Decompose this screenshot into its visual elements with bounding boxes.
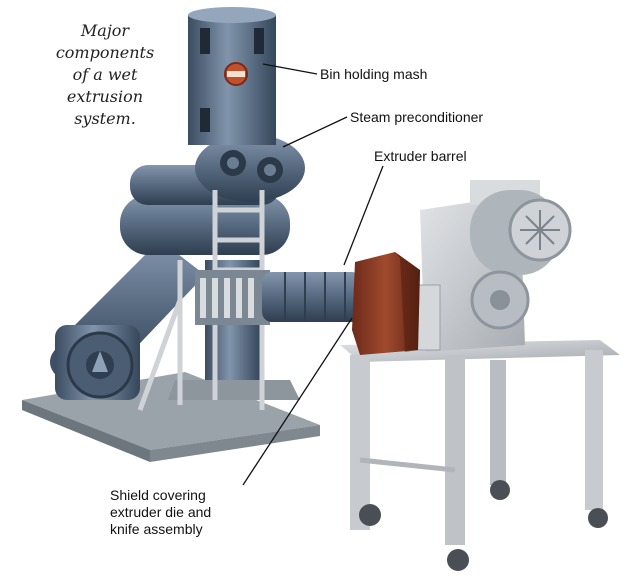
piping-cluster — [195, 270, 270, 325]
steam-preconditioner — [195, 134, 305, 202]
label-line: extruder die and — [110, 504, 212, 520]
leader-lines — [242, 63, 384, 486]
right-table — [340, 340, 620, 545]
caption-line: components — [55, 43, 155, 62]
label-extruder-barrel: Extruder barrel — [374, 148, 467, 164]
label-line: knife assembly — [110, 521, 203, 537]
caption-line: system. — [74, 109, 136, 128]
label-shield-die-knife: Shield covering extruder die and knife a… — [110, 487, 240, 538]
casters — [359, 480, 608, 571]
die-knife-shield — [352, 252, 420, 355]
label-bin-holding-mash: Bin holding mash — [320, 66, 428, 82]
figure-caption: Major components of a wet extrusion syst… — [30, 20, 180, 130]
right-drive-motor — [470, 190, 572, 330]
mash-bin — [188, 7, 276, 145]
caption-line: Major — [80, 21, 130, 40]
label-line: Shield covering — [110, 487, 206, 503]
label-steam-preconditioner: Steam preconditioner — [350, 109, 484, 125]
caption-line: of a wet — [72, 65, 138, 84]
caption-line: extrusion — [66, 87, 144, 106]
extruder-barrel — [262, 272, 362, 322]
main-drive-motor — [55, 325, 140, 400]
